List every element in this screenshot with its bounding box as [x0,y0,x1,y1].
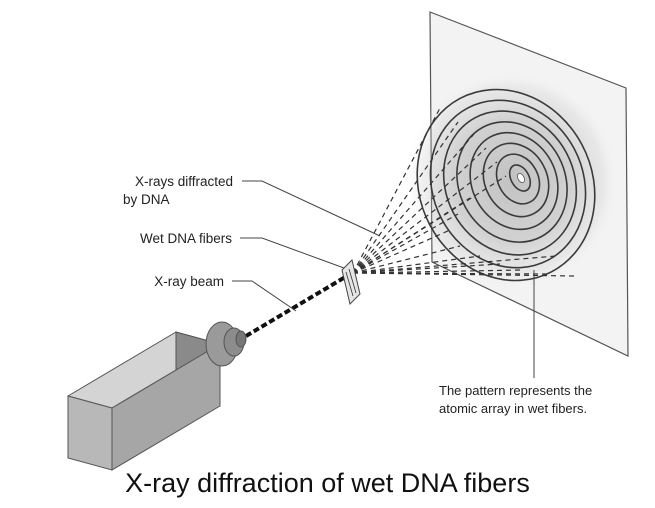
label-pattern-line1: The pattern represents the [439,383,592,398]
dna-fiber-sample [341,259,361,305]
diffraction-rings [416,88,596,282]
label-pattern-line2: atomic array in wet fibers. [439,401,587,416]
label-diffracted-line2: by DNA [123,192,170,207]
leader-lines [232,180,535,378]
central-spot [517,172,525,184]
x-ray-source [66,321,247,471]
label-fibers: Wet DNA fibers [140,231,232,246]
diagram-caption: X-ray diffraction of wet DNA fibers [125,468,530,498]
label-diffracted-line1: X-rays diffracted [135,174,233,189]
x-ray-beam [244,274,349,338]
diffraction-halo [403,70,621,290]
label-beam: X-ray beam [154,274,224,289]
diffracted-rays [352,107,576,277]
sample-fibers [345,268,357,297]
